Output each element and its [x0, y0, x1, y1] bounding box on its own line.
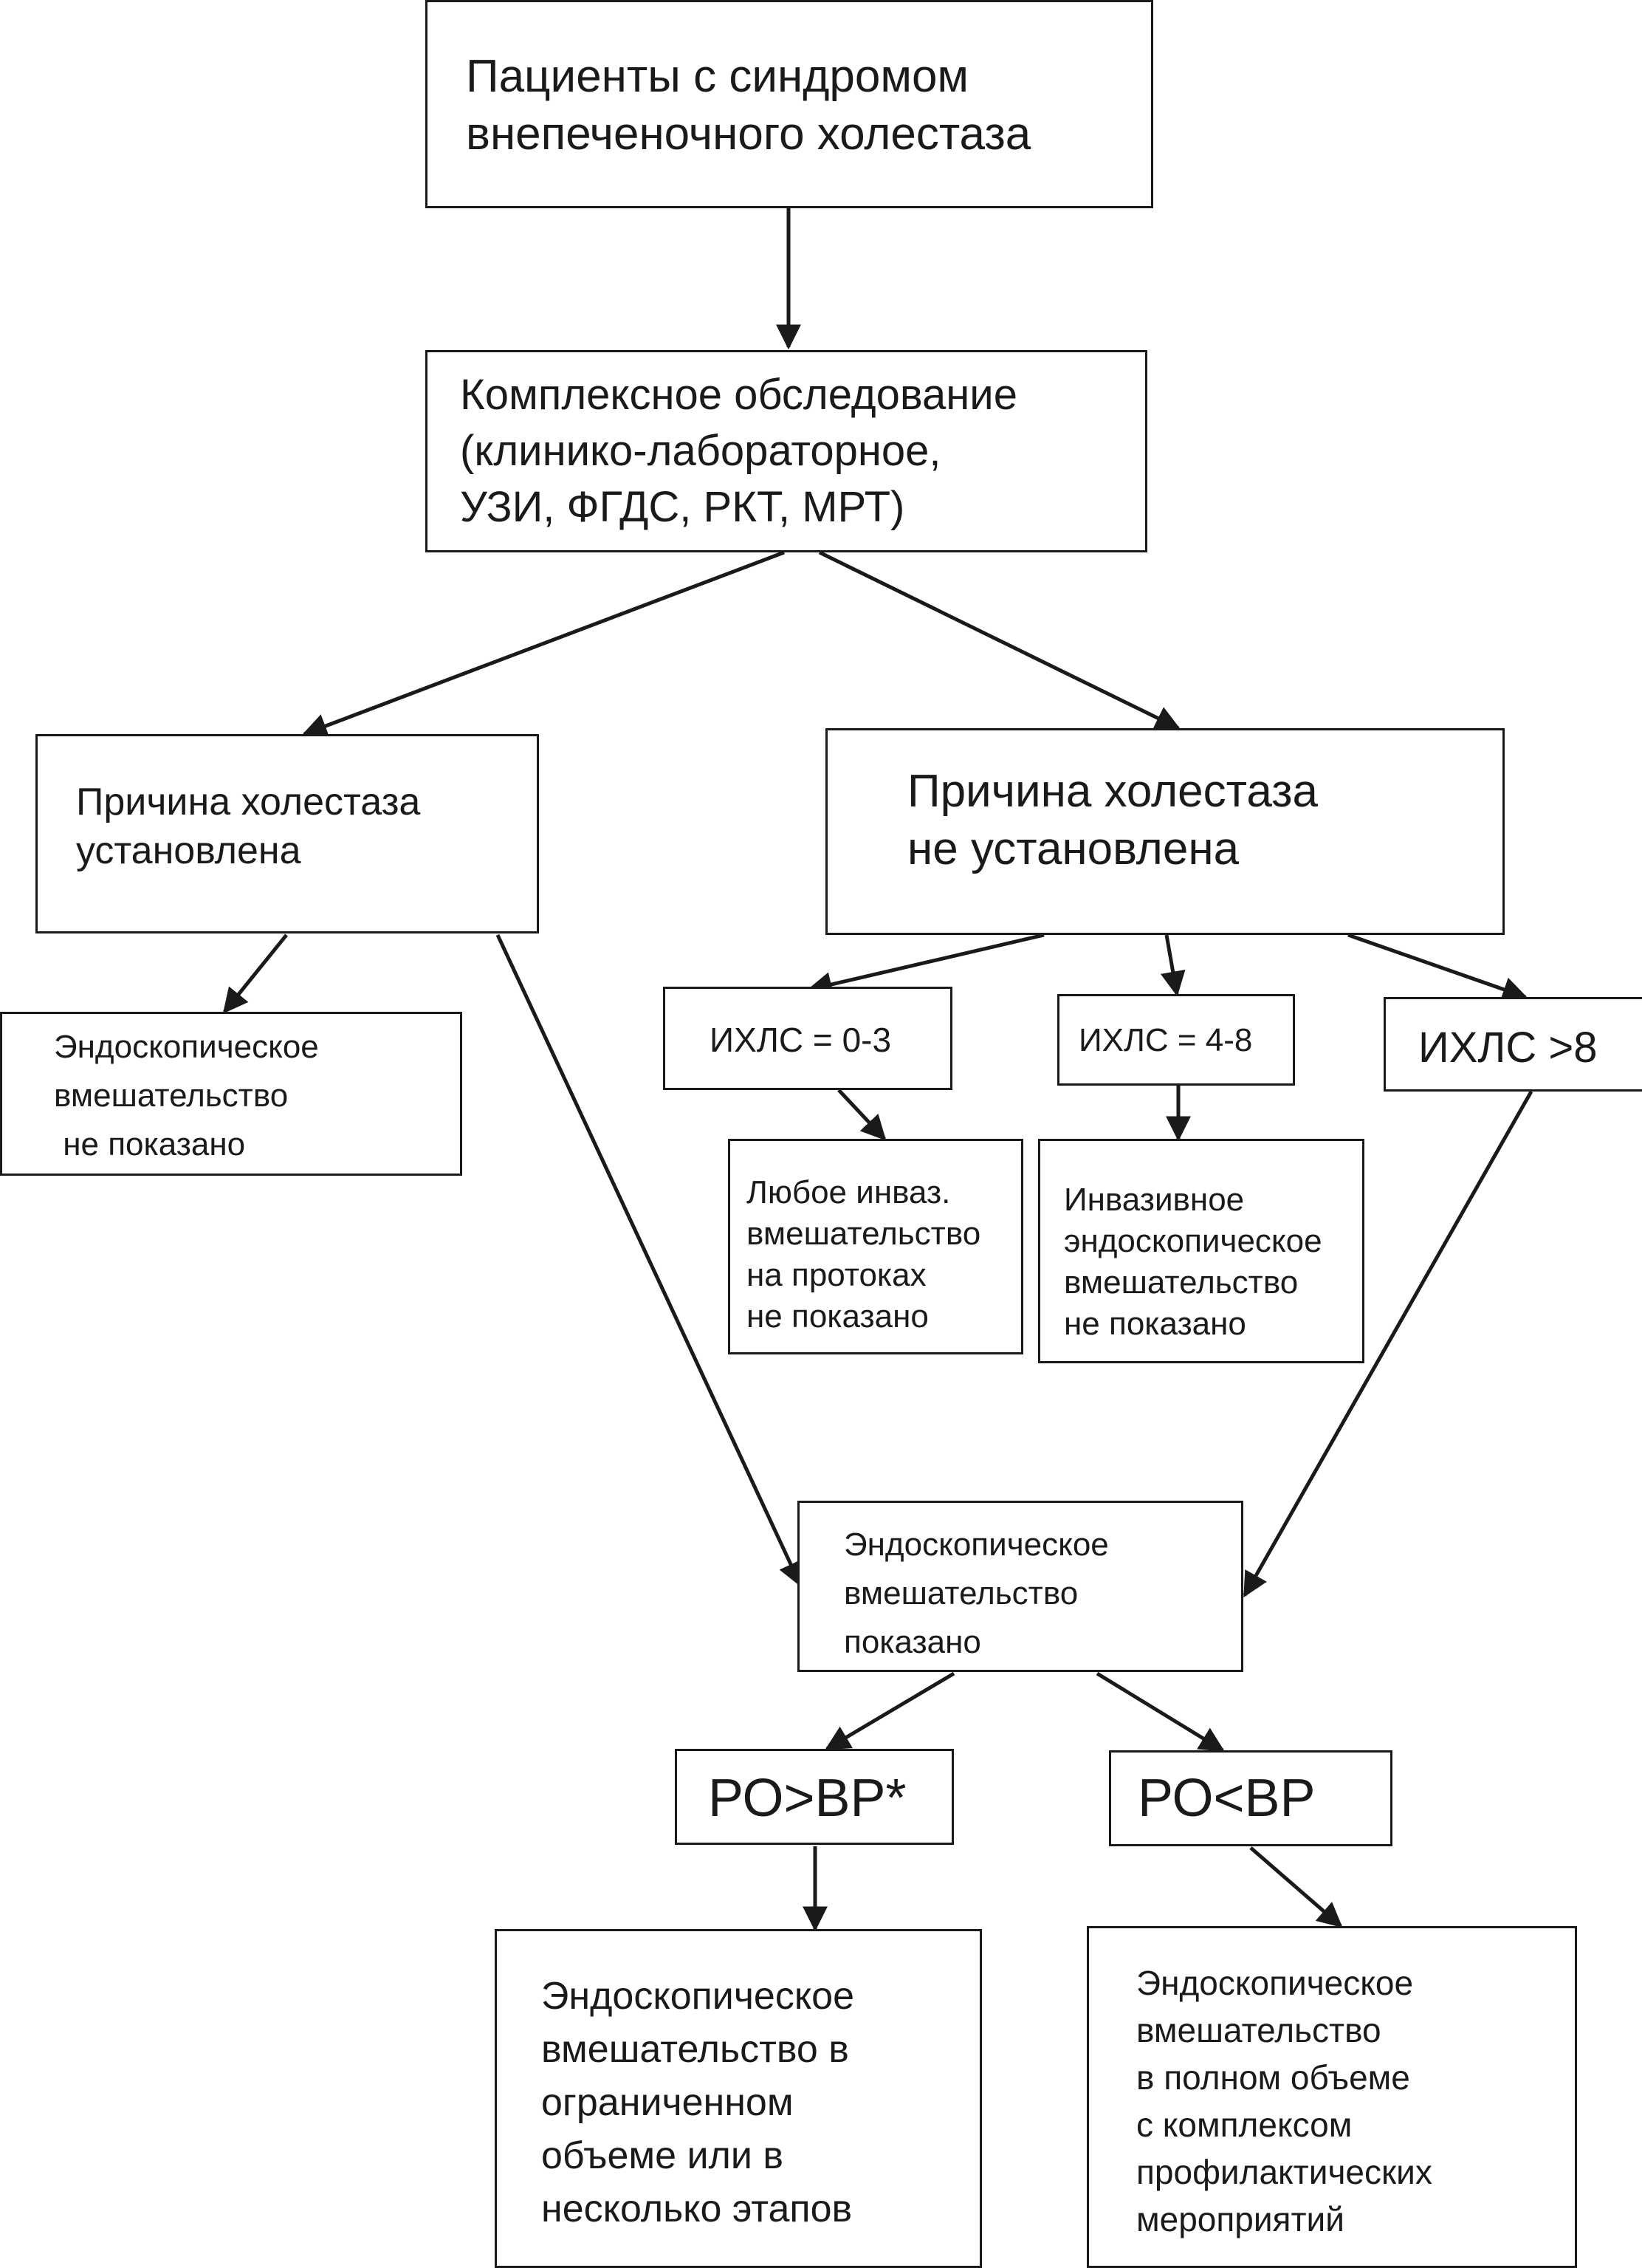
node-ihls-4-8: ИХЛС = 4-8	[1057, 994, 1295, 1086]
node-patients: Пациенты с синдромом внепеченочного холе…	[425, 0, 1153, 208]
node-any-invasive-not: Любое инваз. вмешательство на протоках н…	[728, 1139, 1023, 1354]
node-cause-unknown-text: Причина холестаза не установлена	[907, 766, 1319, 874]
node-ihls-4-8-text: ИХЛС = 4-8	[1079, 1022, 1253, 1058]
arrow-cause_known-to-endo_indicated	[495, 933, 803, 1588]
node-exam-text: Комплексное обследование (клинико-лабора…	[460, 371, 1017, 531]
node-ro-gt-vr-text: РО>ВР*	[708, 1769, 907, 1828]
arrow-cause_unknown-to-ihls_0_3	[806, 933, 1045, 997]
arrow-exam-to-cause_unknown	[818, 550, 1181, 730]
node-endo-indicated-text: Эндоскопическое вмешательство показано	[844, 1527, 1109, 1660]
node-ihls-0-3: ИХЛС = 0-3	[663, 987, 952, 1090]
arrow-cause_known-to-endo_not_indicated	[222, 933, 288, 1014]
node-invasive-endo-not: Инвазивное эндоскопическое вмешательство…	[1038, 1139, 1364, 1363]
node-ro-lt-vr: РО<ВР	[1109, 1750, 1392, 1846]
node-exam: Комплексное обследование (клинико-лабора…	[425, 350, 1147, 552]
node-cause-known-text: Причина холестаза установлена	[76, 781, 421, 872]
arrow-endo_indicated-to-ro_lt_vr	[1096, 1671, 1225, 1753]
node-endo-full-text: Эндоскопическое вмешательство в полном о…	[1136, 1964, 1432, 2238]
node-ihls-0-3-text: ИХЛС = 0-3	[710, 1021, 892, 1059]
node-ro-lt-vr-text: РО<ВР	[1138, 1769, 1316, 1828]
arrow-cause_unknown-to-ihls_gt8	[1347, 933, 1528, 1001]
node-patients-text: Пациенты с синдромом внепеченочного холе…	[466, 51, 1031, 160]
node-cause-known: Причина холестаза установлена	[35, 734, 539, 933]
arrow-exam-to-cause_known	[301, 550, 785, 739]
arrow-cause_unknown-to-ihls_4_8	[1160, 934, 1186, 997]
node-invasive-endo-not-text: Инвазивное эндоскопическое вмешательство…	[1064, 1182, 1322, 1342]
node-any-invasive-not-text: Любое инваз. вмешательство на протоках н…	[746, 1174, 981, 1335]
node-ro-gt-vr: РО>ВР*	[675, 1749, 954, 1845]
arrow-ihls_0_3-to-any_invasive_not	[837, 1089, 887, 1141]
node-endo-full: Эндоскопическое вмешательство в полном о…	[1087, 1926, 1577, 2268]
arrow-ro_lt_vr-to-endo_full	[1249, 1846, 1343, 1928]
node-endo-indicated: Эндоскопическое вмешательство показано	[797, 1501, 1243, 1672]
node-endo-not-indicated-text: Эндоскопическое вмешательство не показан…	[54, 1029, 319, 1162]
node-endo-limited-text: Эндоскопическое вмешательство в ограниче…	[541, 1975, 854, 2230]
arrow-endo_indicated-to-ro_gt_vr	[825, 1671, 955, 1751]
node-ihls-gt8-text: ИХЛС >8	[1418, 1024, 1598, 1072]
node-ihls-gt8: ИХЛС >8	[1384, 997, 1642, 1092]
node-endo-limited: Эндоскопическое вмешательство в ограниче…	[495, 1929, 982, 2268]
arrow-ihls_gt8-to-endo_indicated	[1243, 1090, 1533, 1597]
node-cause-unknown: Причина холестаза не установлена	[825, 728, 1505, 935]
node-endo-not-indicated: Эндоскопическое вмешательство не показан…	[0, 1012, 462, 1176]
